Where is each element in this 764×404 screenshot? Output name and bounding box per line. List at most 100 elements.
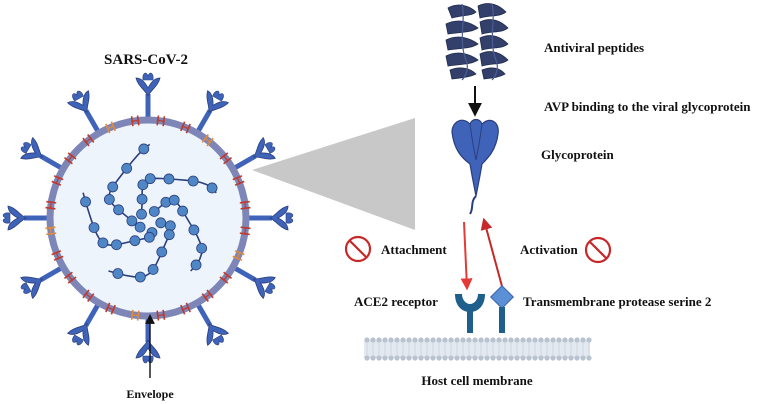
nucleocapsid-bead (143, 231, 155, 243)
lipid-head (454, 337, 460, 343)
nucleocapsid-bead (103, 194, 115, 205)
nucleocapsid-bead (147, 264, 159, 275)
nucleocapsid-bead (138, 143, 150, 155)
lipid-head (532, 355, 538, 361)
nucleocapsid-bead (112, 268, 124, 279)
nucleocapsid-bead (177, 205, 189, 217)
lipid-head (550, 337, 556, 343)
lipid-head (430, 337, 436, 343)
nucleocapsid-bead (168, 194, 180, 206)
nucleocapsid-bead (107, 181, 119, 193)
lipid-head (502, 337, 508, 343)
membrane-protein (232, 250, 245, 261)
ace2-receptor-label: ACE2 receptor (354, 294, 438, 309)
spike-protein (194, 301, 230, 346)
lipid-head (586, 337, 592, 343)
nucleocapsid-bead (155, 217, 167, 229)
lipid-head (538, 337, 544, 343)
lipid-head (424, 355, 430, 361)
lipid-head (370, 337, 376, 343)
lipid-head (508, 355, 514, 361)
nucleocapsid-bead (156, 246, 168, 258)
lipid-head (526, 337, 532, 343)
nucleocapsid-bead (188, 224, 200, 236)
lipid-head (496, 337, 502, 343)
lipid-head (376, 337, 382, 343)
lipid-head (496, 355, 502, 361)
lipid-head (472, 355, 478, 361)
membrane-protein (51, 250, 64, 261)
lipid-head (508, 337, 514, 343)
lipid-head (442, 337, 448, 343)
antiviral-peptides-icon (445, 3, 509, 81)
lipid-head (370, 355, 376, 361)
avp-binding-label: AVP binding to the viral glycoprotein (544, 99, 751, 114)
nucleocapsid-bead (148, 206, 160, 217)
lipid-head (520, 355, 526, 361)
spike-protein (231, 136, 276, 172)
lipid-head (556, 355, 562, 361)
lipid-head (490, 355, 496, 361)
nucleocapsid-bead (136, 208, 147, 220)
sars-cov-2-virion (2, 72, 294, 364)
lipid-head (532, 337, 538, 343)
nucleocapsid-bead (187, 175, 199, 187)
virus-name-label: SARS-CoV-2 (104, 52, 188, 68)
membrane-protein (45, 200, 57, 210)
lipid-head (562, 337, 568, 343)
membrane-protein (45, 226, 57, 236)
attachment-label: Attachment (381, 242, 447, 257)
nucleocapsid-bead (97, 237, 109, 249)
lipid-head (580, 355, 586, 361)
lipid-head (484, 337, 490, 343)
membrane-protein (105, 302, 116, 315)
membrane-protein (180, 302, 191, 315)
activation-inhibit-icon (584, 236, 612, 264)
envelope-label: Envelope (126, 387, 174, 401)
membrane-protein (63, 152, 77, 165)
lipid-head (436, 337, 442, 343)
attachment-inhibit-icon (344, 235, 372, 263)
membrane-protein (232, 175, 245, 186)
membrane-protein (82, 289, 95, 303)
lipid-head (376, 355, 382, 361)
lipid-head (406, 337, 412, 343)
lipid-head (568, 355, 574, 361)
lipid-head (382, 355, 388, 361)
nucleocapsid-bead (164, 220, 176, 232)
lipid-head (490, 337, 496, 343)
lipid-head (502, 355, 508, 361)
lipid-head (466, 337, 472, 343)
lipid-head (538, 355, 544, 361)
spike-protein (20, 136, 65, 172)
spike-protein (135, 316, 161, 364)
spike-proteins (2, 72, 294, 364)
membrane-protein (63, 271, 77, 284)
membrane-protein (51, 175, 64, 186)
lipid-head (478, 337, 484, 343)
lipid-head (436, 355, 442, 361)
spike-protein (231, 264, 276, 300)
lipid-head (394, 355, 400, 361)
lipid-head (430, 355, 436, 361)
nucleocapsid-bead (144, 173, 156, 185)
host-cell-membrane-icon (364, 337, 592, 361)
lipid-head (568, 337, 574, 343)
nucleocapsid-bead (163, 229, 175, 241)
membrane-protein (219, 271, 233, 284)
membrane-protein (201, 289, 214, 303)
ace2-receptor-icon (455, 294, 485, 333)
lipid-head (562, 355, 568, 361)
lipid-head (424, 337, 430, 343)
glycoprotein-icon (451, 118, 499, 215)
nucleocapsid-bead (129, 235, 141, 247)
nucleocapsid-bead (134, 221, 146, 233)
membrane-protein (130, 115, 140, 127)
nucleocapsid-bead (137, 179, 149, 191)
lipid-head (418, 355, 424, 361)
lipid-head (394, 337, 400, 343)
lipid-head (460, 355, 466, 361)
lipid-head (574, 337, 580, 343)
spike-protein (66, 301, 102, 346)
